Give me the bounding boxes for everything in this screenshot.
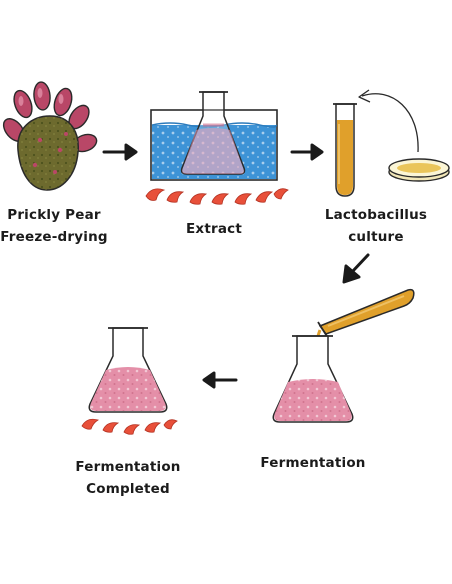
petri-dish-icon	[388, 158, 450, 182]
extract-label-text: Extract	[185, 221, 242, 237]
prickly-pear-label: Prickly Pear Freeze-drying	[0, 204, 108, 248]
fermentation-completed-label: Fermentation Completed	[64, 456, 192, 500]
culture-label-line1: Lactobacillus	[324, 207, 428, 223]
test-tube-icon	[315, 288, 415, 347]
culture-label: Lactobacillus culture	[314, 204, 438, 248]
cactus-icon	[2, 81, 98, 191]
fermentation-completed-line1: Fermentation	[75, 459, 181, 475]
test-tube-icon	[333, 103, 357, 197]
fermentation-label: Fermentation	[254, 452, 372, 474]
culture-label-line2: culture	[348, 229, 404, 245]
prickly-pear-label-line1: Prickly Pear	[7, 207, 101, 223]
arrow-icon	[342, 253, 370, 284]
prickly-pear-label-line2: Freeze-drying	[0, 229, 108, 245]
extract-label: Extract	[164, 218, 264, 240]
flask-icon	[272, 335, 354, 423]
flame-icon	[145, 188, 289, 205]
flame-icon	[81, 418, 178, 435]
fermentation-label-text: Fermentation	[260, 455, 366, 471]
arrow-icon	[290, 143, 324, 161]
beaker-flask-icon	[150, 91, 278, 181]
fermentation-completed-line2: Completed	[86, 481, 170, 497]
flask-icon	[88, 327, 168, 413]
arrow-icon	[358, 89, 419, 153]
arrow-icon	[202, 371, 238, 389]
arrow-icon	[102, 143, 138, 161]
